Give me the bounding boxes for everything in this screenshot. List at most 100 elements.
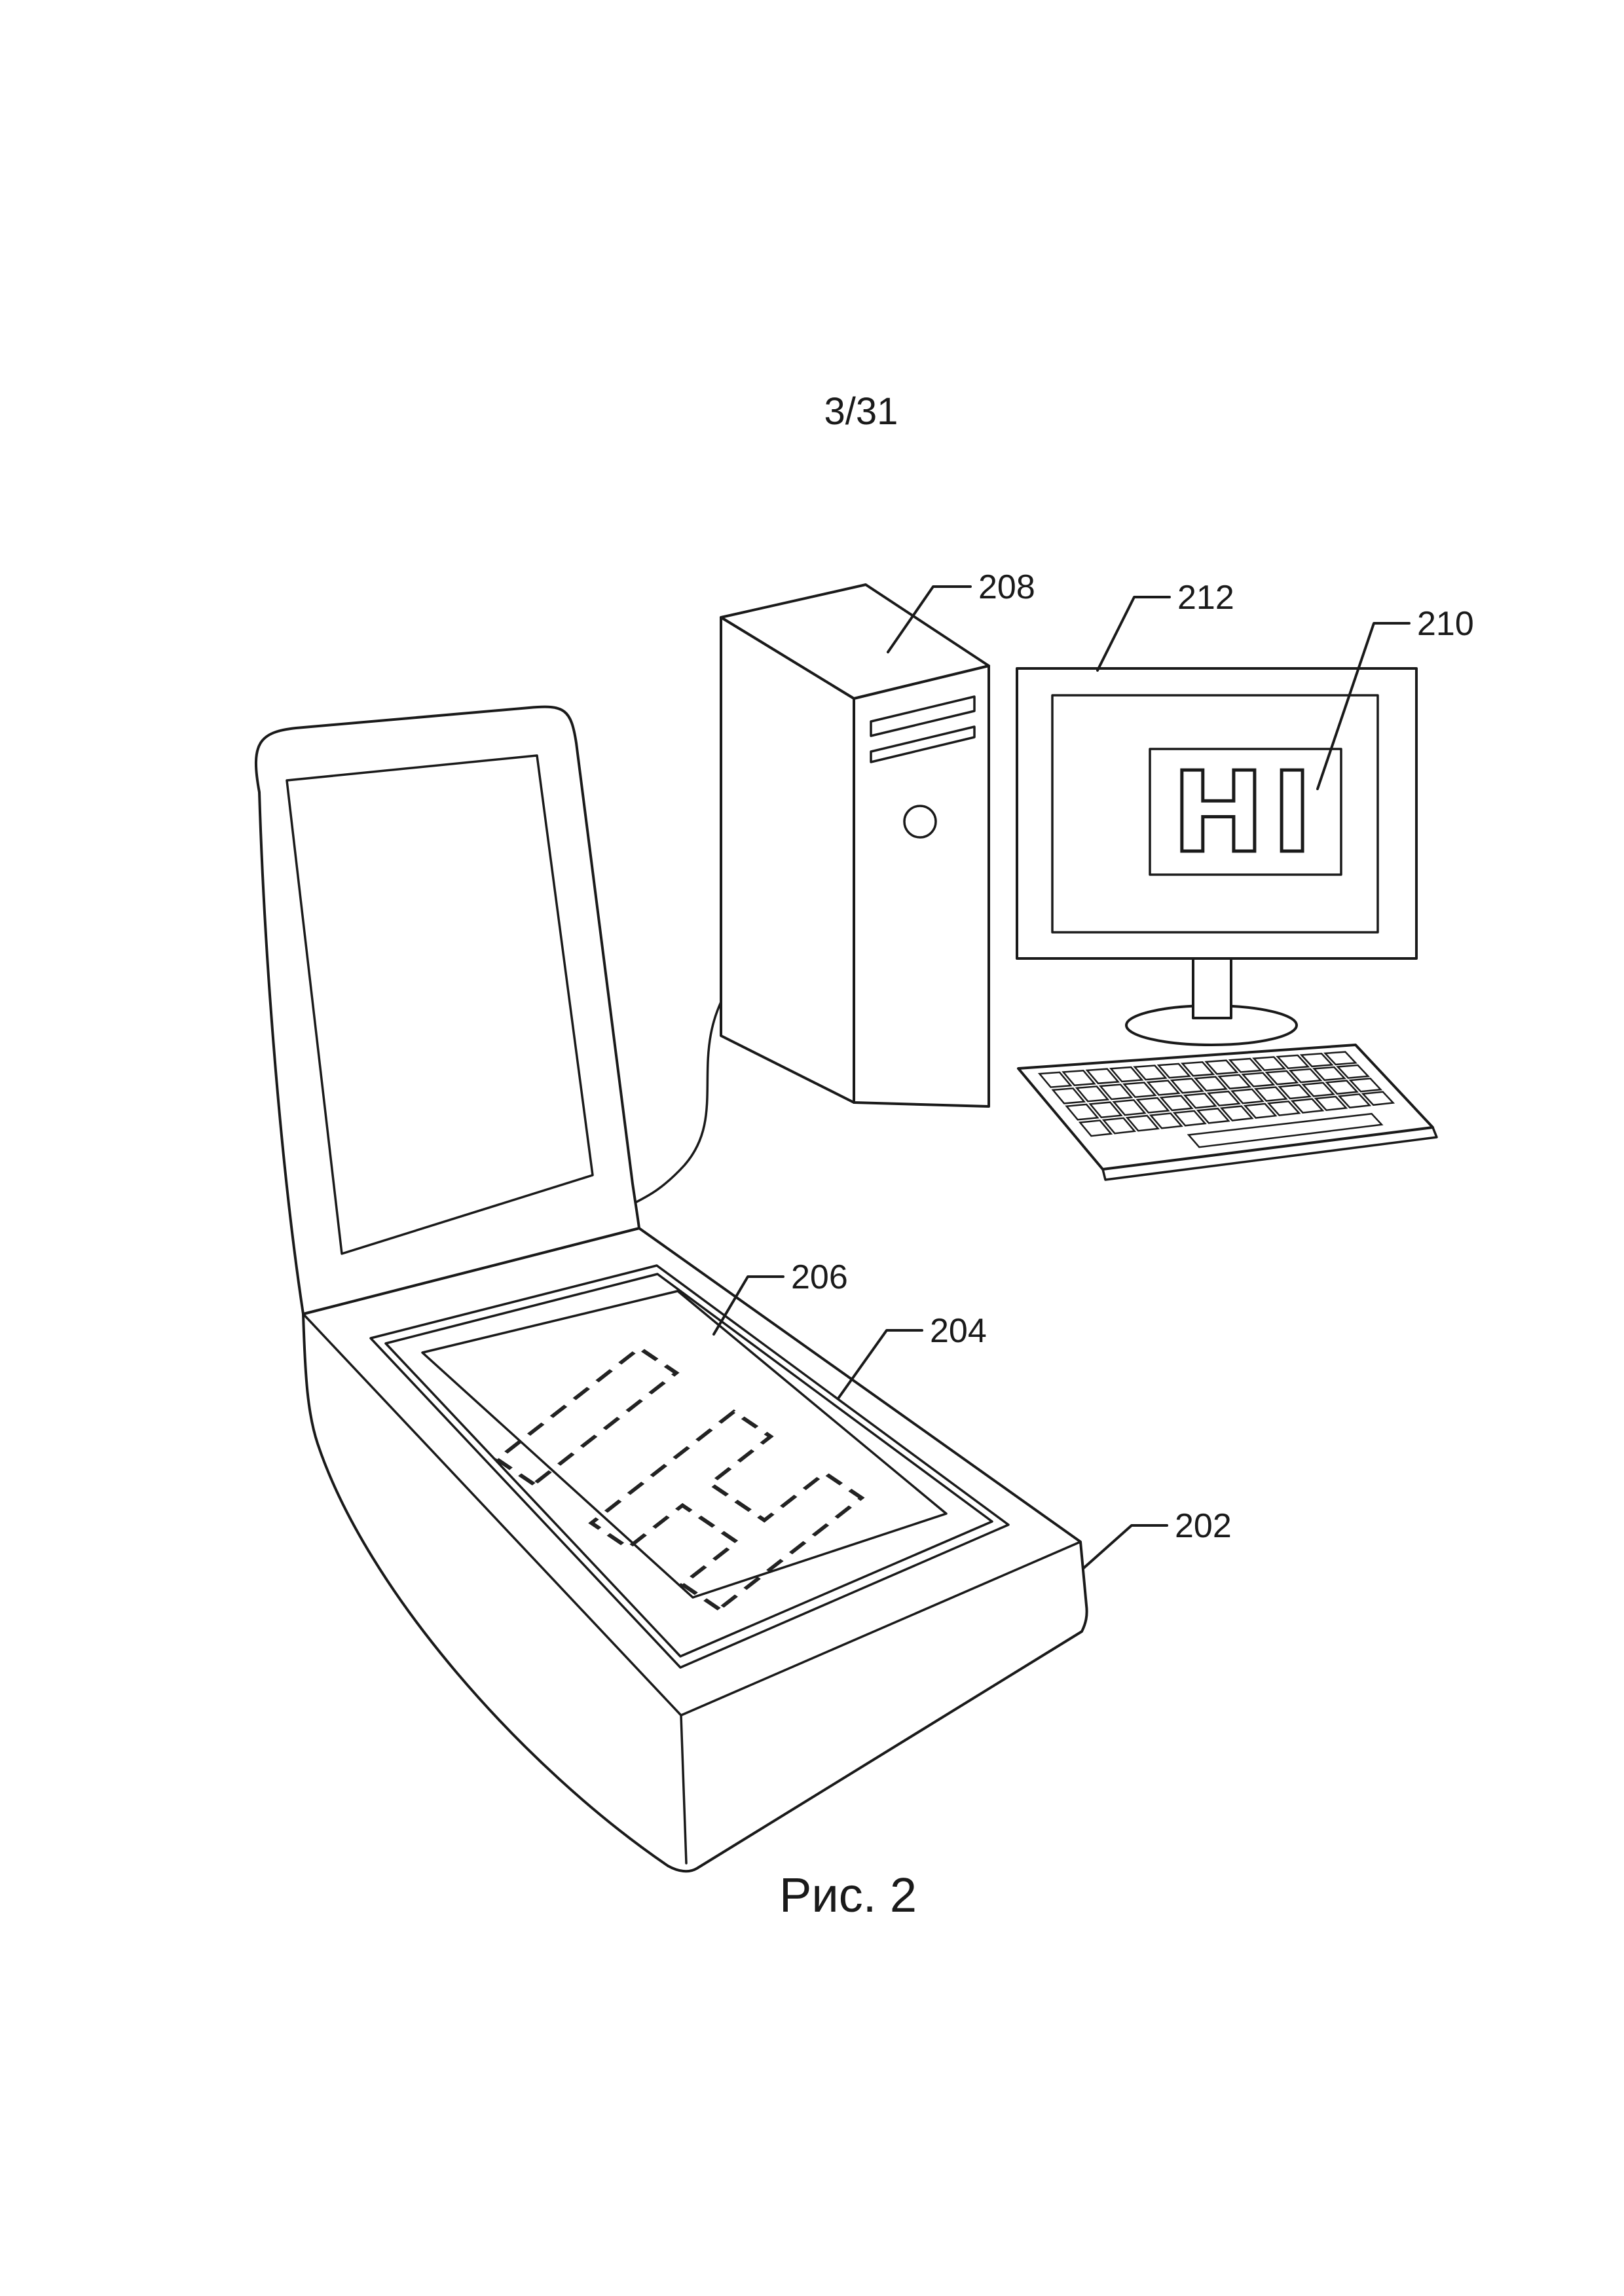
keyboard-key — [1112, 1099, 1147, 1116]
keyboard-key — [1088, 1101, 1123, 1119]
scanner-body-front-right-edge — [680, 1540, 1082, 1717]
keyboard-key — [1125, 1114, 1160, 1132]
keyboard-key — [1196, 1107, 1230, 1124]
keyboard-key — [1361, 1091, 1395, 1106]
keyboard-key — [1312, 1066, 1346, 1082]
keyboard-keys — [1037, 1051, 1395, 1148]
keyboard-key — [1278, 1084, 1312, 1100]
keyboard-key — [1230, 1088, 1264, 1104]
screen-hi-text: HI — [1172, 748, 1320, 878]
reference-labels: 208 212 210 206 204 202 — [712, 568, 1474, 1569]
keyboard-key — [1336, 1064, 1370, 1079]
ref-leader-screen-image — [1316, 622, 1411, 790]
keyboard-key — [1065, 1103, 1099, 1121]
ref-label-platen: 204 — [837, 1312, 987, 1400]
keyboard-key — [1187, 1112, 1384, 1148]
keyboard-key — [1314, 1095, 1348, 1112]
keyboard-key — [1348, 1077, 1383, 1093]
keyboard-key — [1085, 1068, 1120, 1085]
keyboard-key — [1170, 1078, 1204, 1094]
keyboard-key — [1037, 1071, 1073, 1088]
keyboard-key — [1101, 1117, 1137, 1135]
keyboard-key — [1252, 1056, 1287, 1071]
keyboard-key — [1172, 1110, 1207, 1127]
ref-text-document: 206 — [791, 1258, 848, 1296]
monitor-bezel — [1016, 667, 1418, 960]
scanned-document — [421, 1290, 948, 1599]
keyboard-key — [1204, 1059, 1239, 1075]
keyboard-key — [1266, 1100, 1301, 1116]
keyboard-key — [1109, 1066, 1144, 1083]
keyboard-key — [1217, 1074, 1252, 1090]
keyboard-key — [1146, 1080, 1181, 1096]
tower-drive-slot-2 — [870, 725, 976, 763]
tower-drive-slot-1 — [870, 695, 976, 737]
keyboard-key — [1159, 1095, 1194, 1112]
keyboard-key — [1193, 1076, 1228, 1092]
keyboard-key — [1051, 1087, 1086, 1104]
scanner: HI — [254, 705, 1088, 1873]
keyboard-key — [1061, 1070, 1096, 1086]
keyboard-key — [1301, 1082, 1336, 1097]
ref-leader-monitor — [1096, 596, 1171, 672]
ref-text-screen-image: 210 — [1417, 605, 1474, 643]
cable — [621, 981, 733, 1211]
ref-label-screen-image: 210 — [1316, 605, 1474, 790]
ref-leader-platen — [837, 1329, 923, 1400]
keyboard-key — [1135, 1097, 1170, 1114]
keyboard-key — [1323, 1051, 1357, 1066]
ref-leader-tower — [887, 585, 972, 653]
ref-label-tower: 208 — [887, 568, 1035, 653]
keyboard-key — [1254, 1086, 1288, 1102]
ref-label-scanner: 202 — [1082, 1507, 1232, 1569]
keyboard-key — [1299, 1053, 1334, 1068]
scanner-body-front-left-edge — [302, 1313, 682, 1717]
ref-text-scanner: 202 — [1175, 1507, 1232, 1545]
keyboard-key — [1098, 1084, 1134, 1101]
ref-text-tower: 208 — [978, 568, 1035, 606]
ref-leader-document — [712, 1275, 784, 1336]
keyboard-key — [1290, 1098, 1325, 1114]
keyboard-key — [1276, 1054, 1310, 1069]
ref-text-platen: 204 — [930, 1312, 987, 1350]
computer-tower — [720, 583, 990, 1108]
keyboard-key — [1337, 1093, 1372, 1109]
keyboard-key — [1133, 1065, 1168, 1081]
keyboard — [1017, 1044, 1438, 1181]
keyboard-key — [1288, 1068, 1323, 1084]
keyboard-key — [1264, 1070, 1299, 1085]
scanner-lid-inner — [286, 754, 594, 1255]
keyboard-thickness — [1101, 1126, 1438, 1181]
keyboard-key — [1075, 1085, 1110, 1102]
keyboard-key — [1183, 1093, 1217, 1109]
ref-label-document: 206 — [712, 1258, 848, 1336]
keyboard-key — [1122, 1082, 1157, 1099]
ref-text-monitor: 212 — [1177, 579, 1234, 617]
keyboard-key — [1325, 1080, 1359, 1095]
tower-power-button — [903, 805, 937, 839]
scanner-platen-outer — [369, 1264, 1010, 1669]
keyboard-key — [1241, 1072, 1276, 1087]
keyboard-key — [1243, 1102, 1278, 1119]
tower-front-face — [853, 665, 990, 1108]
keyboard-key — [1228, 1057, 1263, 1073]
keyboard-key — [1219, 1105, 1254, 1121]
figure-caption: Рис. 2 — [779, 1868, 917, 1922]
scanner-platen-inner — [384, 1273, 993, 1658]
ref-leader-scanner — [1082, 1524, 1168, 1569]
tower-left-face — [720, 616, 855, 1104]
screen-image-box — [1149, 748, 1342, 876]
keyboard-key — [1181, 1061, 1215, 1077]
monitor: HI — [1016, 667, 1418, 1046]
keyboard-key — [1078, 1120, 1113, 1137]
scanner-body — [302, 1227, 1088, 1873]
scanner-body-corner-edge — [680, 1714, 688, 1865]
keyboard-key — [1149, 1112, 1183, 1129]
keyboard-key — [1156, 1063, 1191, 1079]
scanner-lid — [254, 705, 640, 1315]
page-number: 3/31 — [824, 390, 898, 433]
ref-label-monitor: 212 — [1096, 579, 1234, 672]
keyboard-key — [1206, 1090, 1241, 1107]
